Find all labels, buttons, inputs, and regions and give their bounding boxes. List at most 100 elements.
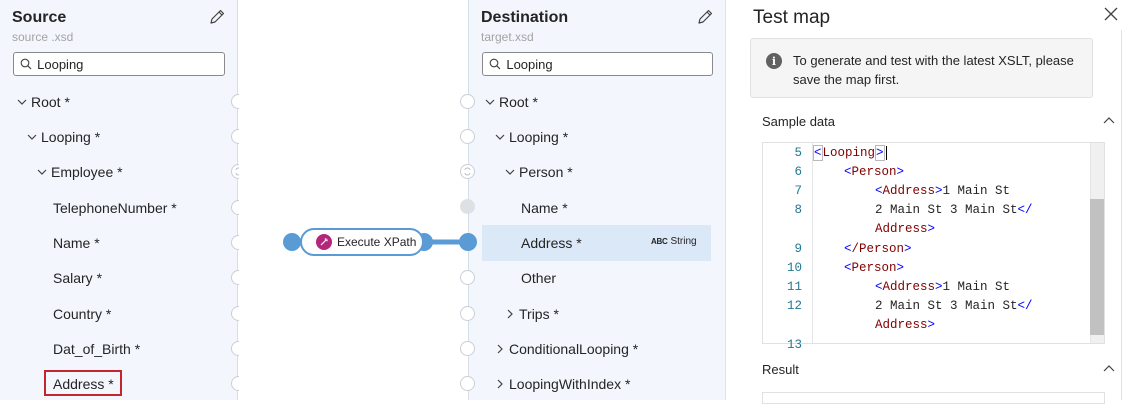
destination-handle-address[interactable]	[459, 233, 477, 251]
source-node-looping[interactable]: Looping *	[27, 121, 100, 153]
code-line: </Person>	[844, 242, 912, 256]
info-icon: i	[766, 53, 782, 69]
destination-node-trips[interactable]: Trips *	[505, 298, 559, 330]
destination-handle-trips[interactable]	[460, 306, 475, 321]
info-message: i To generate and test with the latest X…	[750, 38, 1093, 98]
source-node-employee[interactable]: Employee *	[37, 156, 123, 188]
source-search-input[interactable]	[37, 56, 224, 72]
destination-handle-loopingwithindex[interactable]	[460, 376, 475, 391]
source-node-label: Address *	[53, 376, 114, 392]
string-type-icon: ABC	[651, 237, 668, 246]
destination-node-other[interactable]: Other	[521, 262, 556, 294]
code-line: 2 Main St 3 Main St</	[875, 203, 1033, 217]
chevron-down-icon[interactable]	[505, 167, 515, 177]
code-area[interactable]: <Looping> <Person> <Address>1 Main St 2 …	[812, 143, 1104, 343]
chevron-down-icon[interactable]	[37, 167, 47, 177]
chevron-right-icon[interactable]	[495, 344, 505, 354]
code-line: 2 Main St 3 Main St</	[875, 299, 1033, 313]
line-number: 7	[794, 184, 802, 198]
source-node-label: Name *	[53, 235, 100, 251]
source-node-label: Looping *	[41, 129, 101, 145]
line-number: 10	[786, 261, 802, 275]
source-node-name[interactable]: Name *	[53, 227, 100, 259]
destination-node-person[interactable]: Person *	[505, 156, 573, 188]
destination-node-label: Person *	[519, 164, 573, 180]
destination-node-looping[interactable]: Looping *	[495, 121, 568, 153]
destination-handle-name[interactable]	[460, 199, 475, 214]
chevron-right-icon[interactable]	[505, 309, 515, 319]
sample-data-label: Sample data	[762, 114, 835, 129]
destination-node-label: Name *	[521, 200, 568, 216]
info-text: To generate and test with the latest XSL…	[793, 53, 1074, 87]
destination-node-label: Root *	[499, 94, 538, 110]
execute-xpath-function[interactable]: Execute XPath	[300, 228, 424, 256]
line-number-gutter: 5 6 7 8 9 10 11 12 13	[763, 143, 812, 352]
source-title: Source	[12, 9, 67, 26]
destination-node-loopingwithindex[interactable]: LoopingWithIndex *	[495, 368, 630, 400]
destination-file-name: target.xsd	[481, 30, 534, 44]
destination-panel: Destination target.xsd	[468, 0, 726, 400]
close-icon[interactable]	[1102, 5, 1120, 23]
editor-scrollbar[interactable]	[1090, 143, 1104, 343]
destination-node-label: LoopingWithIndex *	[509, 376, 631, 392]
chevron-down-icon[interactable]	[27, 132, 37, 142]
test-map-title: Test map	[753, 7, 831, 28]
source-node-country[interactable]: Country *	[53, 298, 111, 330]
destination-search-input[interactable]	[506, 56, 712, 72]
source-node-label: TelephoneNumber *	[53, 200, 177, 216]
code-line: <Address>1 Main St	[875, 184, 1011, 198]
code-line: <Person>	[844, 261, 905, 275]
destination-node-root[interactable]: Root *	[485, 86, 538, 118]
destination-node-label: ConditionalLooping *	[509, 341, 639, 357]
result-editor[interactable]	[762, 392, 1105, 404]
source-node-label: Dat_of_Birth *	[53, 341, 141, 357]
code-line: Address>	[875, 318, 936, 332]
mapping-canvas[interactable]	[239, 0, 468, 400]
edit-source-icon[interactable]	[208, 8, 226, 26]
line-number: 11	[786, 280, 802, 294]
destination-handle-conditionallooping[interactable]	[460, 341, 475, 356]
source-panel: Source source .xsd Root * Looping * Empl…	[0, 0, 238, 400]
chevron-right-icon[interactable]	[495, 379, 505, 389]
source-node-salary[interactable]: Salary *	[53, 262, 102, 294]
destination-node-name[interactable]: Name *	[521, 192, 568, 224]
edit-destination-icon[interactable]	[696, 8, 714, 26]
source-node-telephonenumber[interactable]: TelephoneNumber *	[53, 192, 177, 224]
search-icon	[483, 53, 506, 75]
destination-node-address[interactable]: Address *	[521, 227, 582, 259]
function-label: Execute XPath	[337, 235, 417, 249]
source-search-box[interactable]	[13, 52, 225, 76]
loop-icon	[464, 167, 471, 176]
destination-handle-looping[interactable]	[460, 129, 475, 144]
panel-scrollbar[interactable]	[1121, 30, 1122, 400]
destination-handle-person[interactable]	[460, 164, 475, 179]
chevron-down-icon[interactable]	[485, 97, 495, 107]
source-node-dat-of-birth[interactable]: Dat_of_Birth *	[53, 333, 140, 365]
destination-node-label: Other	[521, 270, 557, 286]
destination-node-conditionallooping[interactable]: ConditionalLooping *	[495, 333, 638, 365]
source-node-address[interactable]: Address *	[53, 368, 114, 400]
destination-handle-other[interactable]	[460, 270, 475, 285]
line-number: 6	[794, 165, 802, 179]
chevron-up-icon[interactable]	[1102, 362, 1116, 376]
test-map-panel: Test map i To generate and test with the…	[727, 0, 1130, 404]
source-file-name: source .xsd	[12, 30, 74, 44]
line-number: 8	[794, 203, 802, 217]
line-number: 9	[794, 242, 802, 256]
chevron-down-icon[interactable]	[495, 132, 505, 142]
sample-data-editor[interactable]: 5 6 7 8 9 10 11 12 13 <Looping> <Person>…	[762, 142, 1105, 352]
selected-destination-row	[482, 225, 711, 261]
destination-search-box[interactable]	[482, 52, 713, 76]
chevron-up-icon[interactable]	[1102, 114, 1116, 128]
function-wand-icon	[316, 234, 332, 250]
destination-title: Destination	[481, 9, 569, 26]
destination-node-label: Address *	[521, 235, 582, 251]
code-line: Address>	[875, 222, 936, 236]
source-node-label: Employee *	[51, 164, 123, 180]
editor-scrollbar-thumb[interactable]	[1090, 199, 1104, 335]
destination-handle-root[interactable]	[460, 94, 475, 109]
code-line: <Person>	[844, 165, 905, 179]
source-node-root[interactable]: Root *	[17, 86, 70, 118]
chevron-down-icon[interactable]	[17, 97, 27, 107]
